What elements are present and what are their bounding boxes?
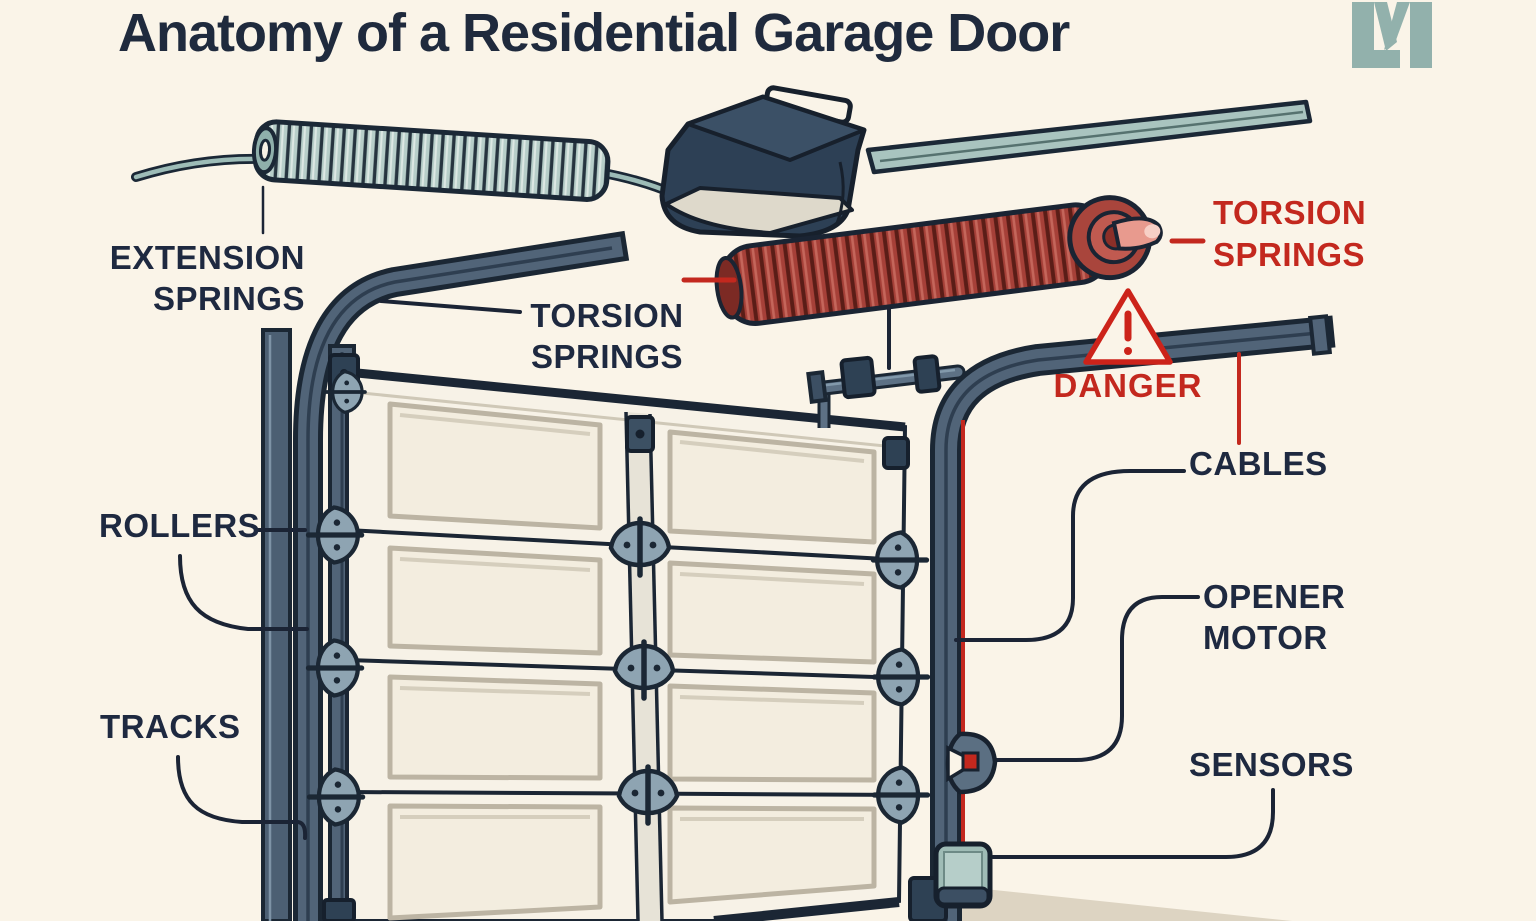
- label-line: TORSION: [1213, 194, 1367, 231]
- leader-lines: [176, 185, 1275, 859]
- right-track: [930, 314, 1336, 921]
- label-line: EXTENSION: [109, 239, 305, 276]
- floor-shadow: [956, 886, 1292, 921]
- door-panel: [667, 683, 877, 783]
- torsion-shaft: [806, 354, 966, 428]
- label-torsion-springs-left: TORSION SPRINGS: [487, 295, 727, 377]
- torsion-springs-left-leader-line: [379, 299, 522, 314]
- opener-rail: [865, 99, 1313, 175]
- tracks-leader-line: [176, 755, 308, 840]
- label-line: SPRINGS: [1213, 236, 1366, 273]
- door-panel: [667, 805, 877, 905]
- door-panel: [667, 560, 877, 665]
- door-panel: [387, 803, 603, 921]
- label-line: MOTOR: [1203, 619, 1328, 656]
- door-panel-shading: [399, 413, 865, 821]
- door-panels: [387, 401, 877, 921]
- lm-monogram-logo: [1352, 2, 1432, 68]
- label-tracks: TRACKS: [100, 708, 241, 745]
- left-wall-post: [261, 328, 292, 921]
- label-line: SPRINGS: [530, 338, 684, 375]
- page-title: Anatomy of a Residential Garage Door: [118, 3, 1070, 63]
- label-sensors: SENSORS: [1189, 746, 1354, 783]
- label-rollers: ROLLERS: [99, 507, 261, 544]
- opener-motor: [659, 85, 867, 239]
- door-panel: [387, 401, 603, 531]
- door-panel: [667, 429, 877, 545]
- red-leader-lines: [681, 238, 1241, 445]
- warning-triangle-icon: [1083, 288, 1173, 365]
- label-extension-springs: EXTENSION SPRINGS: [40, 237, 305, 319]
- extension-spring: [251, 119, 611, 202]
- label-line: OPENER: [1203, 578, 1346, 615]
- torsion-spring: [714, 195, 1163, 326]
- label-line: TORSION: [530, 297, 684, 334]
- left-track: [293, 230, 630, 921]
- sensor-box: [933, 841, 993, 909]
- opener-motor-leader-line: [992, 595, 1200, 762]
- label-line: SPRINGS: [152, 280, 305, 317]
- sensors-leader-line: [991, 788, 1275, 859]
- photo-eye-sensor: [945, 731, 998, 795]
- rollers-leader-line: [178, 554, 309, 631]
- label-danger: DANGER: [1053, 367, 1203, 404]
- label-torsion-springs-right: TORSION SPRINGS: [1213, 192, 1366, 276]
- label-cables: CABLES: [1189, 445, 1328, 482]
- cables-leader-line: [954, 469, 1186, 642]
- door-panel: [387, 545, 603, 656]
- door-panel: [387, 674, 603, 781]
- label-opener-motor: OPENER MOTOR: [1203, 576, 1345, 658]
